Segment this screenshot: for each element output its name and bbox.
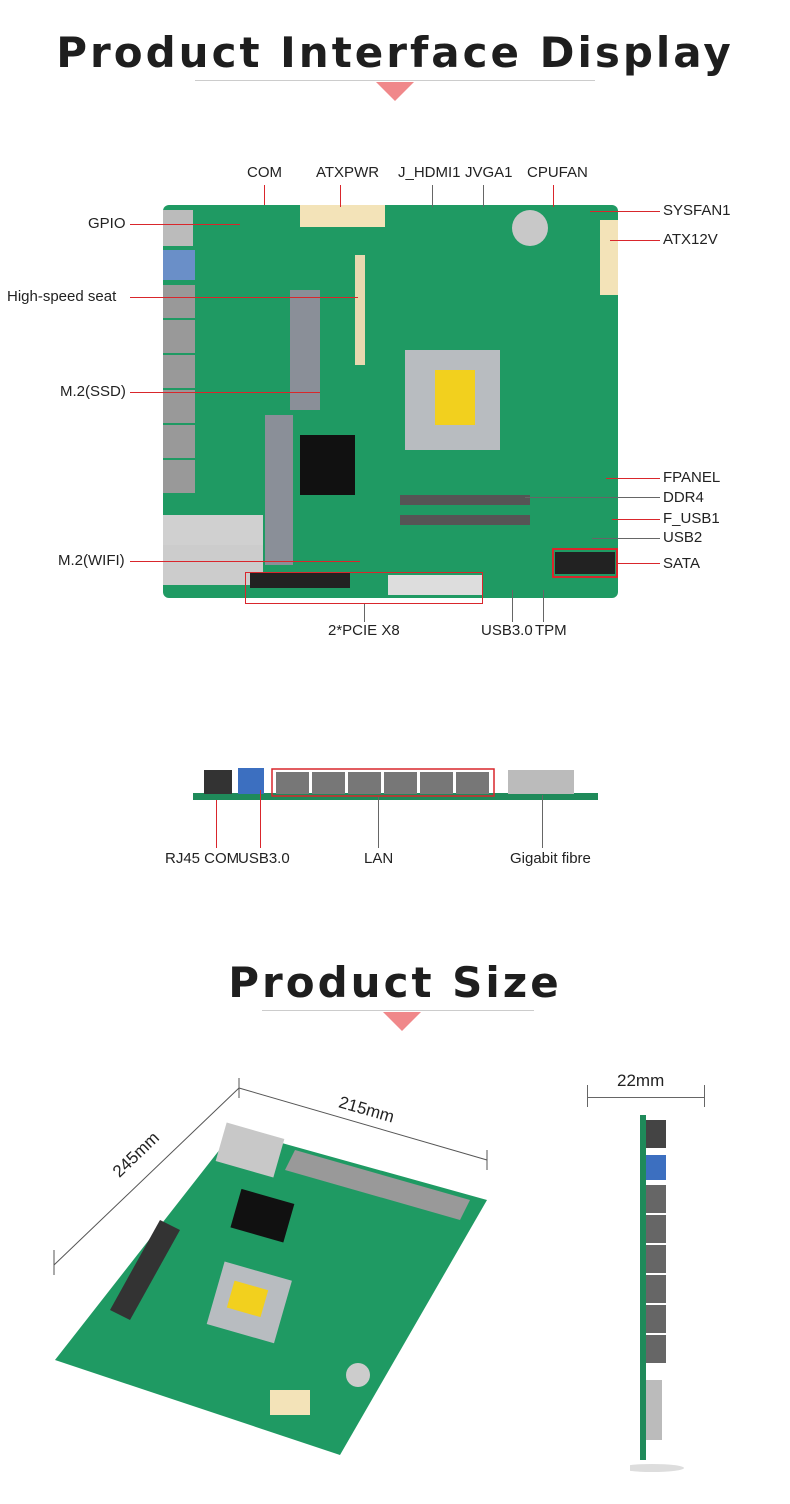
label-cpufan: CPUFAN xyxy=(527,164,588,181)
leader-line xyxy=(592,538,660,539)
motherboard-image xyxy=(163,205,618,598)
leader-line xyxy=(260,790,261,848)
label-rj45-com: RJ45 COM xyxy=(165,850,240,867)
leader-line xyxy=(130,561,360,562)
interface-title: Product Interface Display xyxy=(56,28,734,77)
leader-line xyxy=(364,604,365,622)
side-view-image xyxy=(630,1115,684,1472)
label-f-usb1: F_USB1 xyxy=(663,510,720,527)
label-atxpwr: ATXPWR xyxy=(316,164,380,181)
leader-line xyxy=(553,185,554,207)
pointer-triangle xyxy=(376,82,414,101)
leader-line xyxy=(612,519,660,520)
label-jvga1: JVGA1 xyxy=(465,164,513,181)
label-gigabit-fibre: Gigabit fibre xyxy=(510,850,591,867)
leader-line xyxy=(704,1085,705,1107)
leader-line xyxy=(264,185,265,205)
label-sata: SATA xyxy=(663,555,700,572)
leader-line xyxy=(130,297,358,298)
leader-line xyxy=(587,1085,588,1107)
leader-line xyxy=(590,211,660,212)
leader-line xyxy=(610,240,660,241)
label-ddr4: DDR4 xyxy=(663,489,704,506)
leader-line xyxy=(543,590,544,622)
leader-line xyxy=(216,800,217,848)
label-pcie: 2*PCIE X8 xyxy=(328,622,400,639)
leader-line xyxy=(130,224,240,225)
label-high-speed-seat: High-speed seat xyxy=(7,288,117,305)
label-gpio: GPIO xyxy=(88,215,126,232)
leader-line xyxy=(378,797,379,848)
label-usb30: USB3.0 xyxy=(481,622,533,639)
label-com: COM xyxy=(247,164,282,181)
label-atx12v: ATX12V xyxy=(663,231,718,248)
leader-line xyxy=(512,590,513,622)
size-title: Product Size xyxy=(228,958,562,1007)
label-m2-ssd: M.2(SSD) xyxy=(60,383,126,400)
leader-line xyxy=(542,795,543,848)
label-m2-wifi: M.2(WIFI) xyxy=(58,552,125,569)
label-j-hdmi1: J_HDMI1 xyxy=(398,164,461,181)
io-panel-image xyxy=(193,768,598,800)
label-sysfan1: SYSFAN1 xyxy=(663,202,731,219)
label-tpm: TPM xyxy=(535,622,567,639)
leader-line xyxy=(340,185,341,207)
leader-line xyxy=(552,548,618,578)
leader-line xyxy=(587,1097,705,1098)
label-lan: LAN xyxy=(364,850,394,867)
leader-line xyxy=(432,185,433,207)
size-title-underline xyxy=(262,1010,534,1011)
dim-height: 22mm xyxy=(617,1071,665,1090)
size-pointer-triangle xyxy=(383,1012,421,1031)
label-fpanel: FPANEL xyxy=(663,469,721,486)
leader-line xyxy=(618,563,660,564)
label-io-usb30: USB3.0 xyxy=(238,850,290,867)
leader-line xyxy=(483,185,484,207)
leader-line xyxy=(245,572,483,604)
label-usb2: USB2 xyxy=(663,529,703,546)
title-underline xyxy=(195,80,595,81)
leader-line xyxy=(525,497,660,498)
leader-line xyxy=(130,392,320,393)
leader-line xyxy=(606,478,660,479)
isometric-board-image xyxy=(53,1078,488,1455)
